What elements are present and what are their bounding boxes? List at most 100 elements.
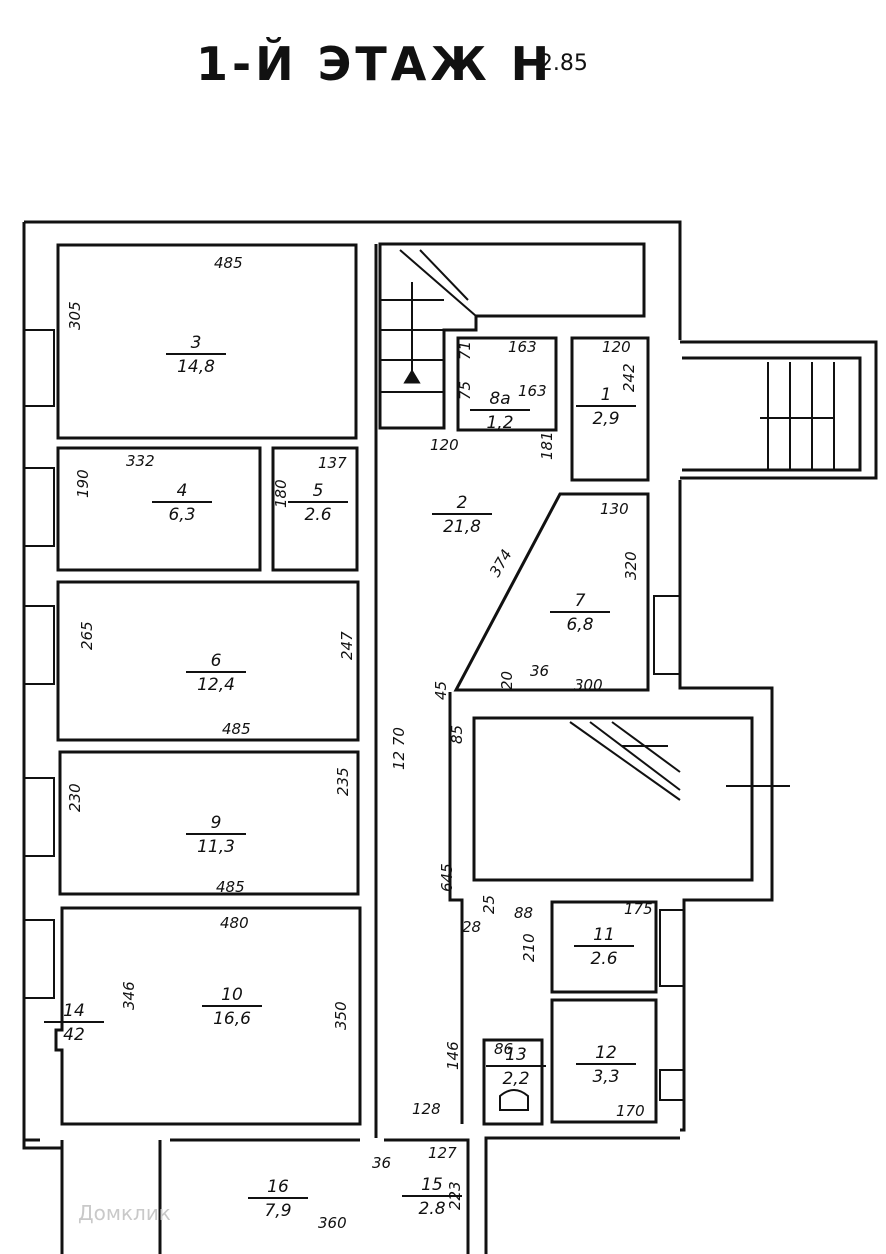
room-number: 5 [313,481,324,501]
dimension-label: 20 [498,671,516,690]
room-15 [384,1138,470,1254]
room-label-10: 10 16,6 [202,985,262,1029]
room-number: 4 [177,481,188,501]
room-area: 16,6 [213,1009,251,1029]
dimension-label: 180 [272,479,290,508]
room-3 [56,243,358,440]
dimension-label: 163 [518,382,547,400]
plan-height: - 2.85 [524,51,588,76]
dimension-label: 128 [412,1100,441,1118]
dimension-label: 485 [222,720,251,738]
room-label-16: 167,9 [248,1177,308,1221]
dimension-label: 190 [74,469,92,498]
entrance-stair [680,340,878,480]
room-number: 7 [575,591,586,611]
room-area: 2,2 [502,1069,529,1089]
dimension-label: 146 [444,1041,462,1070]
room-8a [456,336,558,432]
room-10 [54,906,362,1126]
room-7 [453,492,650,692]
dimension-label: 45 [432,681,450,700]
dimension-label: 210 [520,933,538,962]
lower-stair [472,716,754,882]
room-area: 42 [63,1025,85,1045]
corridor-wall-right [448,692,464,1124]
room-12 [550,998,658,1124]
dimension-label: 28 [462,918,481,936]
dimension-label: 85 [448,725,466,744]
room-16 [60,1138,360,1254]
room-number: 6 [211,651,222,671]
dimension-label: 130 [600,500,629,518]
dimension-label: 36 [530,662,549,680]
dimension-label: 300 [574,676,603,694]
room-area: 1,2 [486,413,513,433]
room-number: 15 [421,1175,443,1195]
dimension-label: 332 [126,452,155,470]
room-label-6: 612,4 [186,651,246,695]
room-area: 2.6 [590,949,617,969]
dimension-label: 346 [120,981,138,1010]
room-area: 6,3 [168,505,195,525]
dimension-label: 86 [494,1040,513,1058]
top-stair [378,242,646,430]
room-area: 12,4 [197,675,235,695]
dimension-label: 71 [456,341,474,360]
room-number: 10 [221,985,243,1005]
room-labels: 12,9221,8314,846,352.6612,476,88a1,2911,… [44,333,636,1221]
dimension-label: 137 [318,454,347,472]
room-number: 12 [595,1043,617,1063]
dimension-label: 75 [456,381,474,400]
room-label-11: 112.6 [574,925,634,969]
dimension-label: 12 70 [390,727,408,770]
room-label-15: 152.8 [402,1175,462,1219]
room-1 [570,336,650,482]
room-area: 6,8 [566,615,593,635]
room-number: 11 [593,925,615,945]
room-area: 7,9 [264,1201,291,1221]
room-area: 11,3 [197,837,235,857]
room-13 [482,1038,544,1126]
dimension-label: 480 [220,914,249,932]
room-number: 13 [505,1045,527,1065]
dimension-label: 485 [214,254,243,272]
room-area: 2.6 [304,505,331,525]
dimension-label: 25 [480,895,498,914]
outer-wall [22,220,774,1254]
room-label-8a: 8a1,2 [470,389,530,433]
plan-title: 1-Й ЭТАЖ Н [196,37,553,91]
watermark: Домклик [78,1201,171,1225]
dimension-label: 175 [624,900,653,918]
room-label-9: 911,3 [186,813,246,857]
dimension-label: 305 [66,301,84,330]
dimension-label: 350 [332,1001,350,1030]
dimension-label: 88 [514,904,533,922]
dimension-label: 320 [622,551,640,580]
room-label-4: 46,3 [152,481,212,525]
dimension-label: 242 [620,363,638,392]
room-label-7: 76,8 [550,591,610,635]
dimension-label: 223 [446,1181,464,1210]
dimension-label: 181 [538,431,556,460]
room-number: 3 [191,333,202,353]
dimension-label: 170 [616,1102,645,1120]
dimension-label: 120 [430,436,459,454]
room-label-3: 314,8 [166,333,226,377]
room-label-12: 123,3 [576,1043,636,1087]
room-area: 2.8 [418,1199,445,1219]
dimension-label: 235 [334,767,352,796]
room-number: 9 [211,813,222,833]
room-6 [56,580,360,742]
room-number: 1 [601,385,612,405]
room-number: 2 [457,493,468,513]
room-4 [56,446,262,572]
dimension-label: 120 [602,338,631,356]
dimension-label: 485 [216,878,245,896]
dimension-label: 230 [66,783,84,812]
dimension-label: 645 [438,863,456,892]
dimension-label: 163 [508,338,537,356]
room-number: 8a [489,389,510,409]
